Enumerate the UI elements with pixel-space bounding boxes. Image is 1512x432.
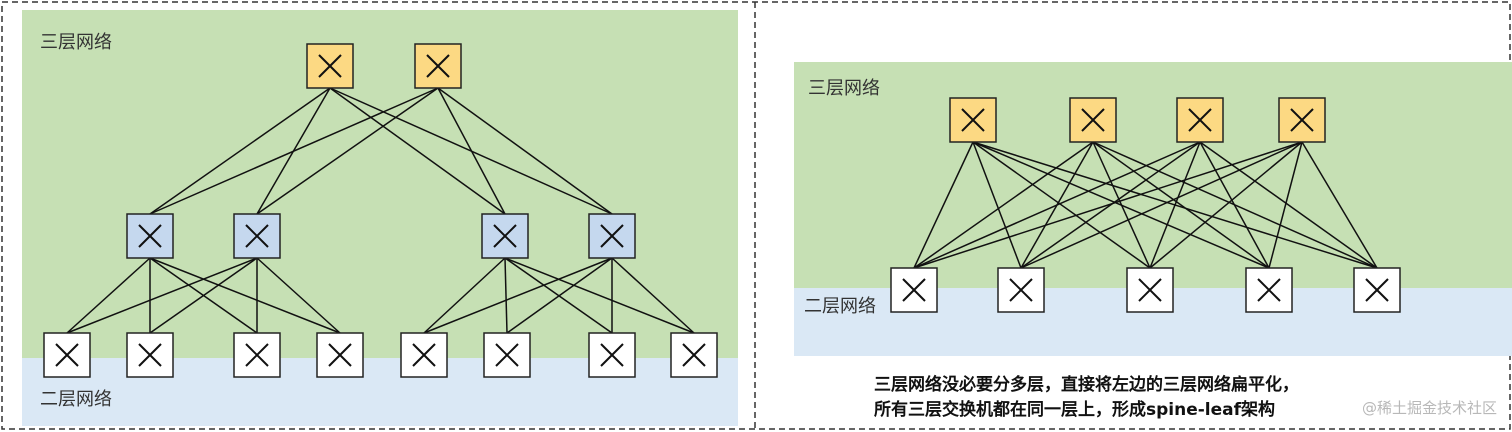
right-spine-switch-1 — [949, 97, 997, 143]
link-agg4-access8 — [611, 257, 695, 334]
link-core2-agg1 — [149, 87, 439, 215]
left-access-switch-1 — [43, 332, 91, 378]
right-leaf-switch-1 — [890, 267, 938, 313]
link-spine3-leaf4 — [1199, 141, 1270, 269]
x-cross-icon — [1081, 108, 1105, 132]
left-aggregation-switch-4 — [588, 213, 636, 259]
x-cross-icon — [245, 343, 269, 367]
left-access-switch-2 — [126, 332, 174, 378]
link-spine1-leaf1 — [913, 141, 974, 269]
link-spine3-leaf1 — [913, 141, 1201, 269]
x-cross-icon — [1365, 278, 1389, 302]
link-agg2-access4 — [256, 257, 341, 334]
left-access-switch-4 — [316, 332, 364, 378]
link-core2-agg2 — [256, 87, 439, 215]
link-spine2-leaf3 — [1092, 141, 1151, 269]
switch-box — [1126, 267, 1174, 313]
x-cross-icon — [412, 343, 436, 367]
left-access-switch-8 — [670, 332, 718, 378]
left-lower-zone-label: 二层网络 — [40, 389, 112, 410]
left-core-switch-1 — [306, 43, 354, 89]
left-aggregation-switch-2 — [233, 213, 281, 259]
link-agg3-access8 — [504, 257, 695, 334]
link-core2-agg3 — [437, 87, 506, 215]
x-cross-icon — [1257, 278, 1281, 302]
link-agg3-access6 — [504, 257, 508, 334]
link-spine3-leaf2 — [1020, 141, 1201, 269]
x-cross-icon — [55, 343, 79, 367]
caption-line-2: 所有三层交换机都在同一层上，形成spine-leaf架构 — [874, 399, 1275, 420]
links-layer — [66, 87, 1378, 334]
x-cross-icon — [682, 343, 706, 367]
x-cross-icon — [600, 224, 624, 248]
link-agg2-access2 — [149, 257, 258, 334]
left-access-switch-6 — [483, 332, 531, 378]
link-core1-agg3 — [329, 87, 506, 215]
left-access-switch-7 — [588, 332, 636, 378]
x-cross-icon — [1290, 108, 1314, 132]
right-upper-zone-label: 三层网络 — [808, 78, 880, 99]
link-spine1-leaf3 — [972, 141, 1151, 269]
right-leaf-switch-3 — [1126, 267, 1174, 313]
link-spine4-leaf4 — [1268, 141, 1303, 269]
x-cross-icon — [318, 54, 342, 78]
x-cross-icon — [493, 224, 517, 248]
switch-box — [588, 213, 636, 259]
x-cross-icon — [1188, 108, 1212, 132]
right-spine-switch-3 — [1176, 97, 1224, 143]
link-spine4-leaf3 — [1149, 141, 1303, 269]
link-spine4-leaf5 — [1301, 141, 1378, 269]
right-lower-zone-label: 二层网络 — [804, 296, 876, 317]
link-agg2-access1 — [66, 257, 258, 334]
link-agg4-access6 — [506, 257, 613, 334]
link-core1-agg1 — [149, 87, 331, 215]
x-cross-icon — [138, 224, 162, 248]
x-cross-icon — [245, 224, 269, 248]
link-spine4-leaf1 — [913, 141, 1303, 269]
caption-line-1: 三层网络没必要分多层，直接将左边的三层网络扁平化， — [874, 374, 1299, 395]
x-cross-icon — [495, 343, 519, 367]
switch-box — [414, 43, 462, 89]
link-spine3-leaf5 — [1199, 141, 1378, 269]
x-cross-icon — [328, 343, 352, 367]
left-aggregation-switch-1 — [126, 213, 174, 259]
x-cross-icon — [426, 54, 450, 78]
right-leaf-switch-5 — [1353, 267, 1401, 313]
left-upper-zone-label: 三层网络 — [40, 32, 112, 53]
left-three-layer-zone — [22, 10, 738, 358]
left-access-switch-3 — [233, 332, 281, 378]
link-agg3-access5 — [423, 257, 506, 334]
link-core2-agg4 — [437, 87, 613, 215]
link-spine2-leaf4 — [1092, 141, 1270, 269]
switch-layer — [43, 43, 1401, 378]
x-cross-icon — [1009, 278, 1033, 302]
link-spine4-leaf2 — [1020, 141, 1303, 269]
x-cross-icon — [961, 108, 985, 132]
left-access-switch-5 — [400, 332, 448, 378]
x-cross-icon — [600, 343, 624, 367]
right-leaf-switch-4 — [1245, 267, 1293, 313]
link-spine2-leaf1 — [913, 141, 1094, 269]
left-core-switch-2 — [414, 43, 462, 89]
link-spine1-leaf2 — [972, 141, 1022, 269]
x-cross-icon — [1138, 278, 1162, 302]
x-cross-icon — [902, 278, 926, 302]
link-agg1-access4 — [149, 257, 341, 334]
right-leaf-switch-2 — [997, 267, 1045, 313]
x-cross-icon — [138, 343, 162, 367]
watermark-text: @稀土掘金技术社区 — [1362, 399, 1497, 417]
link-agg1-access1 — [66, 257, 151, 334]
link-agg4-access5 — [423, 257, 613, 334]
right-spine-switch-2 — [1069, 97, 1117, 143]
left-aggregation-switch-3 — [481, 213, 529, 259]
link-spine3-leaf3 — [1149, 141, 1201, 269]
right-spine-switch-4 — [1278, 97, 1326, 143]
